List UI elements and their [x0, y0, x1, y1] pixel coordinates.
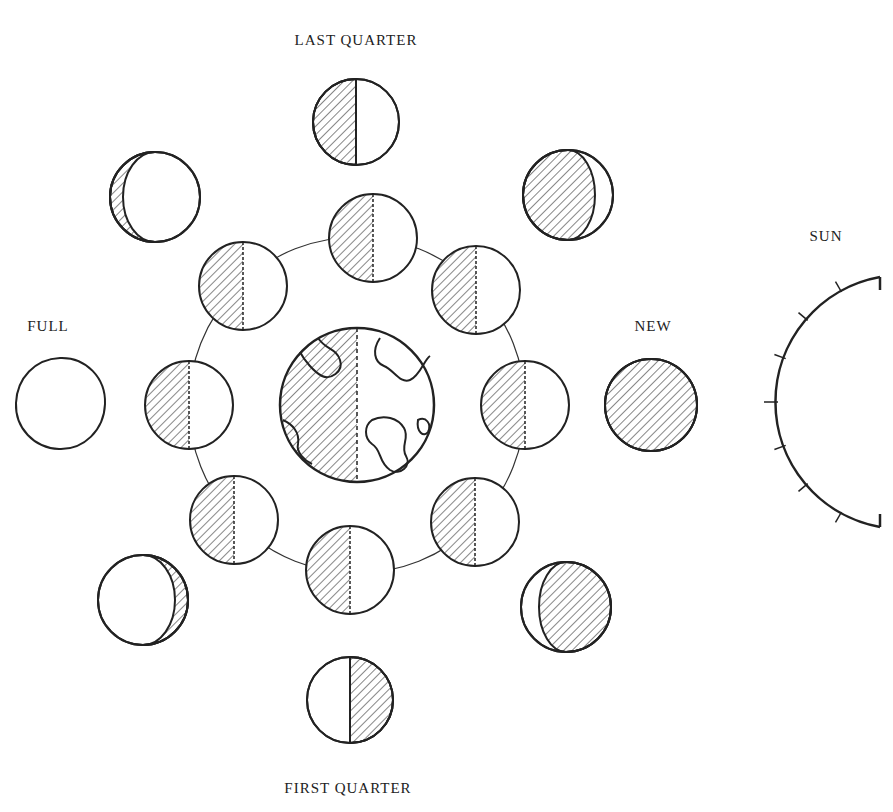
sun-label: SUN	[809, 228, 842, 245]
outer-moons	[16, 79, 697, 743]
phase-label: LAST QUARTER	[295, 32, 418, 49]
inner-moons	[145, 194, 569, 614]
orbit-circle	[189, 237, 525, 573]
phase-label: FIRST QUARTER	[284, 780, 411, 797]
phase-label: FULL	[27, 318, 69, 335]
phase-label: NEW	[634, 318, 671, 335]
earth	[280, 328, 434, 482]
sun-arc	[764, 277, 880, 527]
